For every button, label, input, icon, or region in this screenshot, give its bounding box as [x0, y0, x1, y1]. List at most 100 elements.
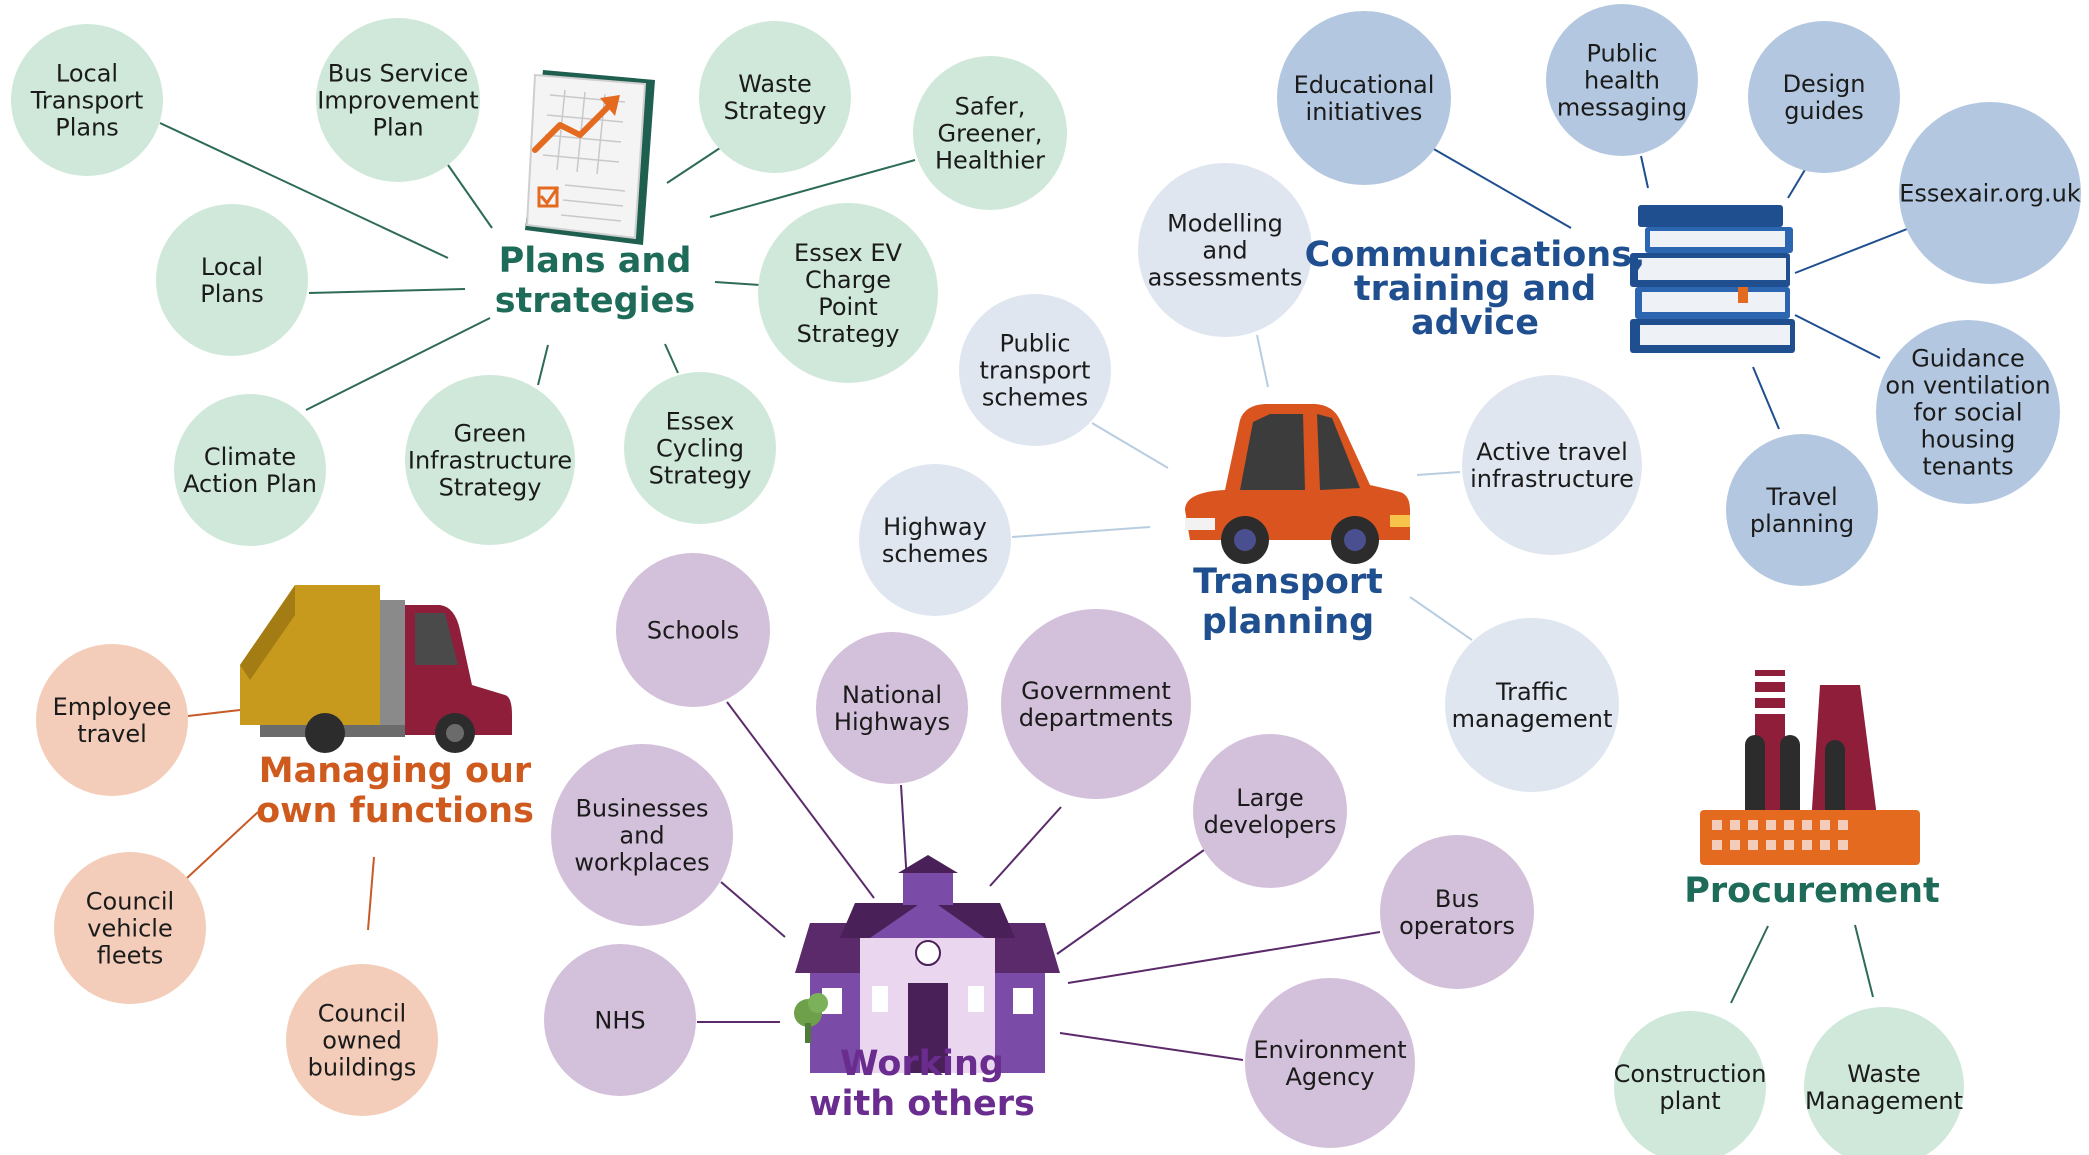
- bubble-label-line: Businesses: [575, 794, 708, 822]
- bubble-label-line: Strategy: [439, 473, 542, 501]
- bubble-label-line: and: [1202, 236, 1247, 264]
- bubble-circle: [544, 944, 696, 1096]
- connector-environment-agency: [1059, 1032, 1244, 1061]
- bubble-label-line: workplaces: [574, 848, 709, 876]
- car-icon: [1185, 404, 1410, 564]
- bubble-essexair-org-uk: Essexair.org.uk: [1899, 102, 2081, 284]
- bubble-label-line: fleets: [97, 941, 164, 969]
- bubble-label-line: Strategy: [724, 97, 827, 125]
- hub-title-procurement: Procurement: [1684, 871, 1939, 911]
- bubble-label-line: Educational: [1294, 71, 1435, 99]
- bubble-label-line: Highway: [883, 513, 987, 541]
- bubble-circle: [1001, 609, 1191, 799]
- bubble-label-line: Strategy: [649, 461, 752, 489]
- bubble-circle: [1748, 21, 1900, 173]
- bubble-label-line: Council: [318, 999, 406, 1027]
- connector-public-health-messaging: [1640, 155, 1649, 189]
- bubble-label-line: infrastructure: [1470, 465, 1634, 493]
- bubble-circle: [1245, 978, 1415, 1148]
- bubble-label-line: Greener,: [938, 119, 1043, 147]
- bubble-label-line: Traffic: [1495, 678, 1568, 706]
- bubble-label-line: Action Plan: [183, 470, 317, 498]
- connector-modelling-and-assessments: [1256, 334, 1269, 388]
- bubble-label-line: Safer,: [955, 92, 1026, 120]
- bubble-label-line: Public: [999, 329, 1070, 357]
- bubble-circle: [551, 744, 733, 926]
- bubble-label-line: Construction: [1614, 1060, 1767, 1088]
- bubble-circle: [616, 553, 770, 707]
- bubble-circle: [1546, 4, 1698, 156]
- connector-construction-plant: [1730, 925, 1769, 1004]
- connector-educational-initiatives: [1431, 147, 1572, 229]
- connector-bus-operators: [1067, 931, 1381, 984]
- bubble-circle: [174, 394, 326, 546]
- bubble-label-line: vehicle: [87, 914, 172, 942]
- connectors: [159, 122, 1908, 1061]
- bubble-circle: [758, 203, 938, 383]
- bubble-label-line: for social: [1913, 398, 2022, 426]
- bubble-label-line: Waste: [1847, 1060, 1921, 1088]
- connector-council-owned-buildings: [367, 856, 375, 931]
- connector-waste-management: [1854, 924, 1874, 998]
- bubble-circle: [316, 18, 480, 182]
- bubble-circle: [54, 852, 206, 1004]
- connector-highway-schemes: [1011, 526, 1151, 538]
- bubble-label-line: Infrastructure: [408, 446, 572, 474]
- connector-safer-greener-healthier: [709, 159, 916, 218]
- bubble-label-line: Design: [1783, 70, 1866, 98]
- book-stack-icon: [1630, 205, 1795, 353]
- connector-national-highways: [900, 784, 908, 883]
- connector-government-departments: [989, 806, 1062, 887]
- connector-essex-ev-charge-point-strategy: [714, 281, 761, 286]
- bubble-label-line: Cycling: [656, 434, 744, 462]
- connector-local-plans: [308, 288, 466, 294]
- bubble-safer-greener-healthier: Safer,Greener,Healthier: [913, 56, 1067, 210]
- connector-employee-travel: [187, 709, 241, 717]
- bubble-label-line: Strategy: [797, 320, 900, 348]
- bubble-label-line: owned: [322, 1026, 402, 1054]
- bubble-label-line: Improvement: [317, 86, 478, 114]
- connector-businesses-and-workplaces: [720, 881, 786, 938]
- bubble-circle: [816, 632, 968, 784]
- bubble-nhs: NHS: [544, 944, 696, 1096]
- connector-essexair-org-uk: [1794, 228, 1908, 274]
- bubble-circle: [1138, 163, 1312, 337]
- bubble-label-line: Travel: [1765, 483, 1837, 511]
- bubble-circle: [1193, 734, 1347, 888]
- bubble-label-line: transport: [980, 356, 1091, 384]
- factory-icon: [1700, 670, 1920, 865]
- bubble-label-line: Large: [1236, 784, 1304, 812]
- bubble-label-line: Public: [1586, 39, 1657, 67]
- bubble-label-line: Waste: [738, 70, 812, 98]
- connector-traffic-management: [1409, 596, 1473, 641]
- bubble-label-line: Highways: [834, 708, 950, 736]
- connector-climate-action-plan: [305, 317, 491, 411]
- bubble-circle: [36, 644, 188, 796]
- bubble-label-line: plant: [1659, 1087, 1720, 1115]
- bubble-label-line: Transport: [30, 86, 144, 114]
